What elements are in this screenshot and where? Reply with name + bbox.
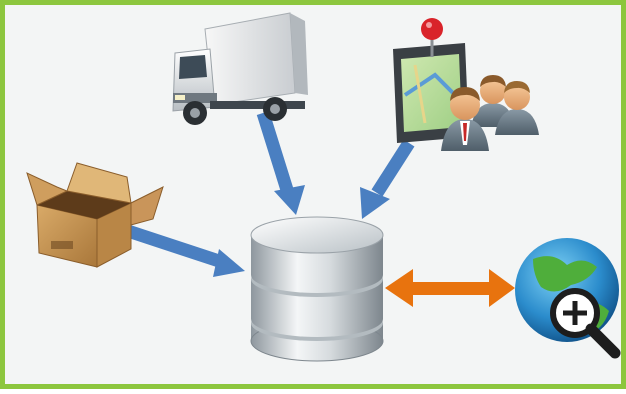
- arrow-package-to-database: [122, 223, 245, 277]
- person-icon: [441, 87, 489, 151]
- delivery-truck-icon: [172, 12, 308, 125]
- arrow-gps-to-database: [360, 139, 415, 219]
- gps-map-with-people-icon: [393, 18, 539, 151]
- arrow-database-globe-two-way: [385, 269, 515, 307]
- person-icon: [495, 81, 539, 135]
- database-cylinder-icon: [250, 216, 384, 362]
- arrow-truck-to-database: [256, 111, 305, 215]
- globe-search-icon: [515, 238, 621, 359]
- open-cardboard-box-icon: [26, 162, 164, 268]
- data-flow-diagram: [26, 12, 621, 362]
